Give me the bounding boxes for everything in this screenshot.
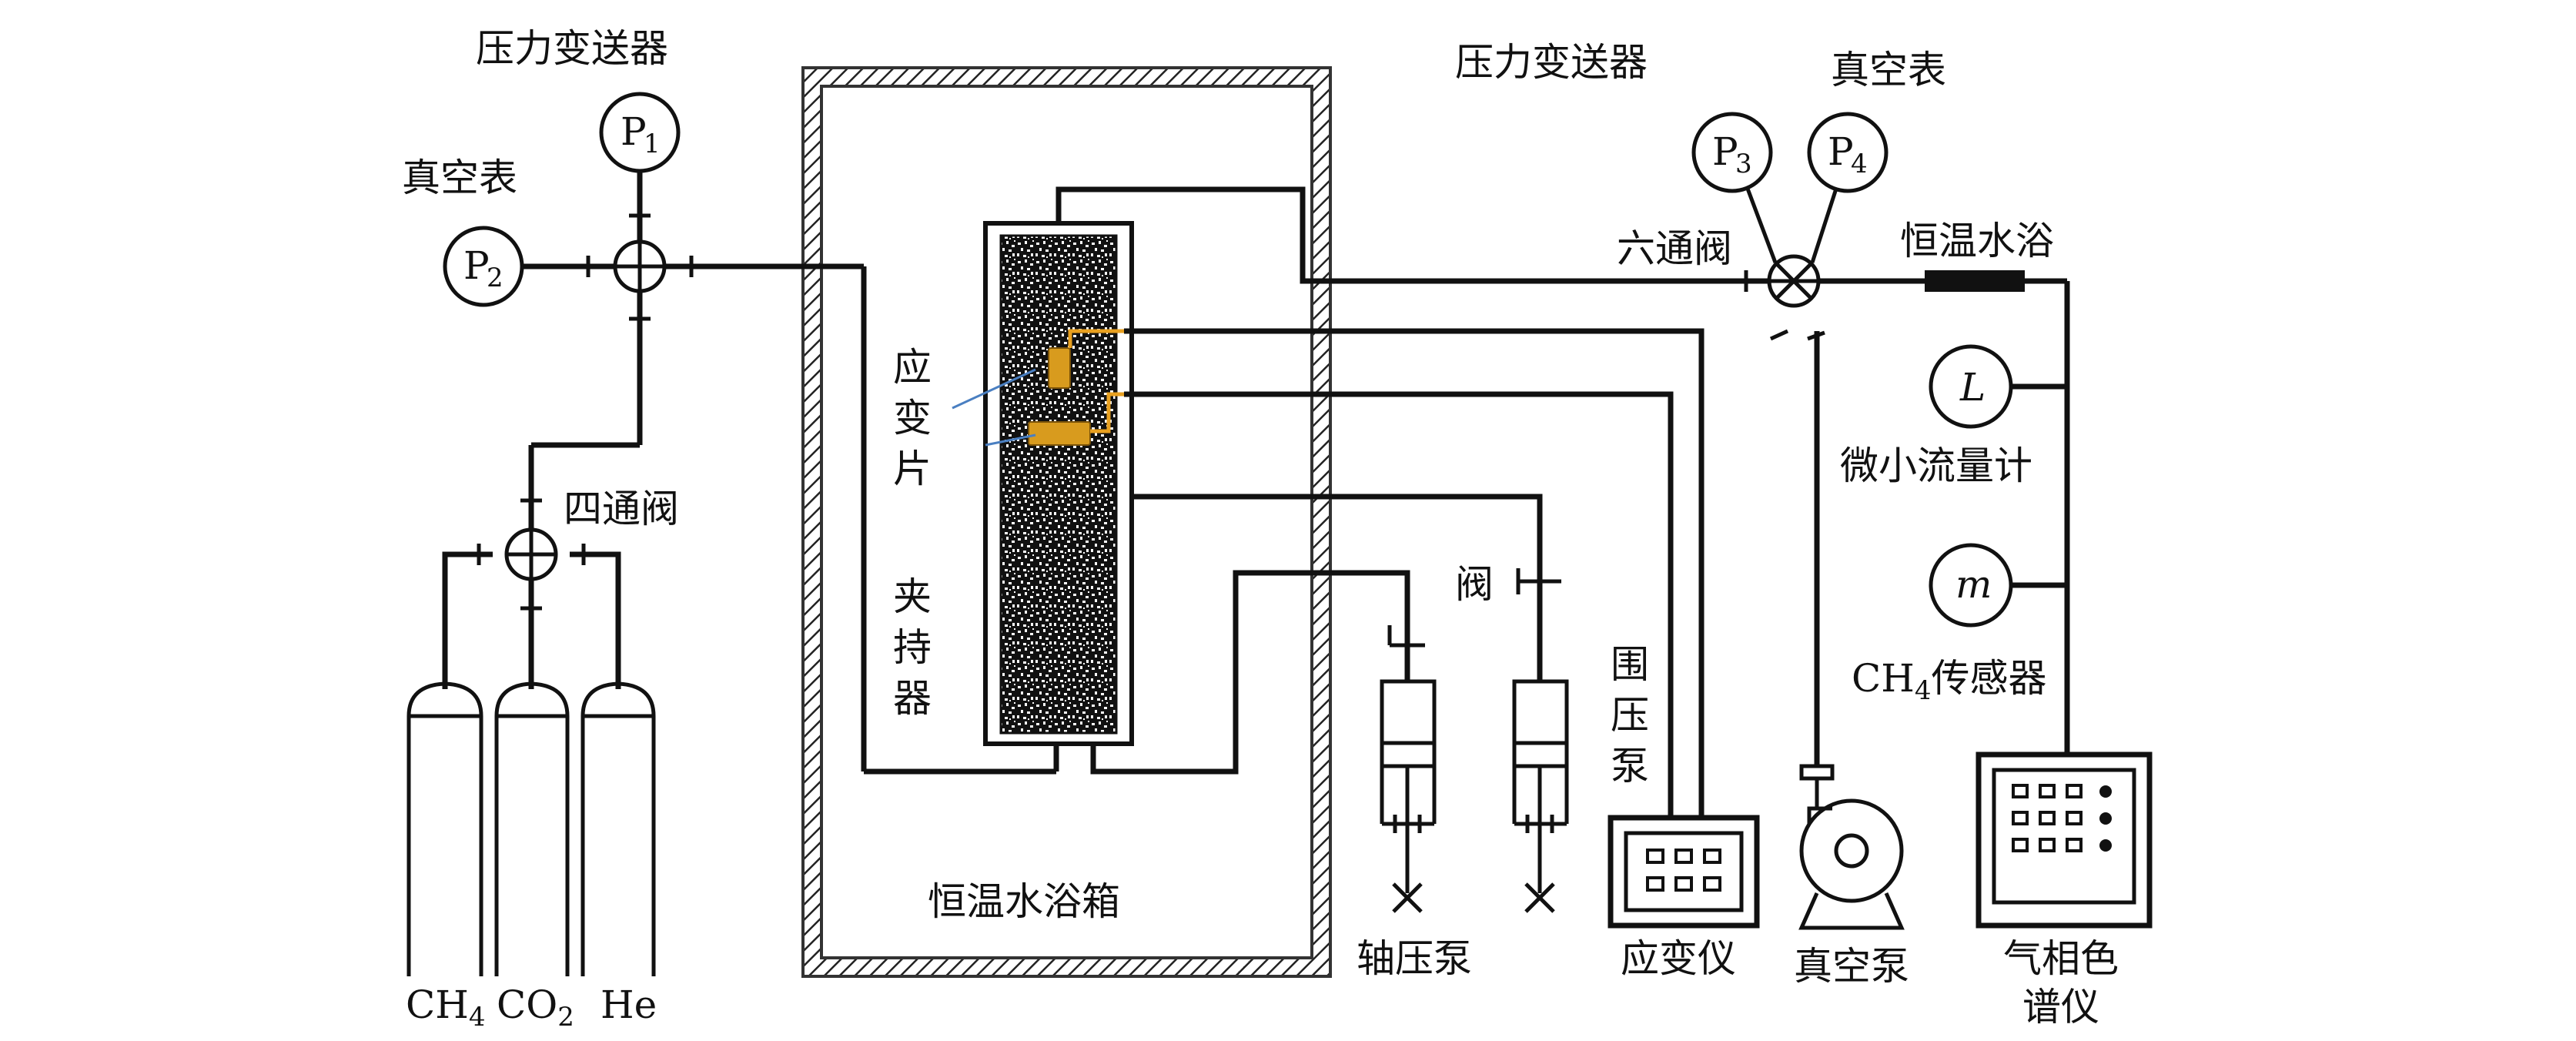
- gauge-p1-sub: 1: [644, 129, 661, 159]
- cylinder-co2-prefix: CO: [497, 982, 557, 1027]
- gauge-p3: P 3: [1691, 112, 1773, 193]
- core-holder: [983, 221, 1134, 746]
- label-vacuum-gauge-right: 真空表: [1831, 48, 1946, 92]
- strain-gauge-lower: [1028, 421, 1091, 446]
- thermostat-bath-coil: [1925, 270, 2025, 292]
- label-holder-3: 器: [893, 676, 932, 721]
- label-gas-chromatograph-2: 谱仪: [2022, 985, 2099, 1029]
- label-cylinder-ch4: CH4: [406, 982, 486, 1033]
- label-confining-pump-3: 泵: [1611, 744, 1649, 788]
- strain-gauge-leader-1: [952, 368, 1036, 410]
- label-valve: 阀: [1455, 562, 1494, 607]
- label-confining-pump-2: 压: [1611, 693, 1649, 738]
- gauge-p2-sub: 2: [487, 263, 503, 293]
- label-vacuum-gauge-left: 真空表: [402, 156, 517, 200]
- flowmeter-symbol: L: [1959, 365, 1986, 410]
- cylinder-he: [580, 681, 656, 976]
- strain-gauge-upper: [1048, 347, 1071, 389]
- label-thermostat-bath: 恒温水浴: [1900, 219, 2054, 263]
- cylinder-ch4: [406, 681, 483, 976]
- label-cylinder-co2: CO2: [497, 982, 574, 1033]
- label-bath-box: 恒温水浴箱: [928, 879, 1120, 924]
- gas-cylinders: [406, 681, 656, 976]
- vacuum-pump: [1798, 764, 1905, 930]
- gauge-p3-letter: P: [1712, 129, 1738, 174]
- label-pressure-transmitter-left: 压力变送器: [476, 26, 668, 71]
- label-holder-1: 夹: [893, 574, 932, 619]
- label-axial-pump: 轴压泵: [1357, 936, 1472, 981]
- label-gas-chromatograph-1: 气相色: [2003, 936, 2119, 981]
- micro-flowmeter: L: [1929, 344, 2013, 429]
- label-strain-gauge-2: 变: [893, 396, 932, 440]
- ch4-sensor: m: [1929, 543, 2013, 628]
- axial-pump: [1380, 625, 1437, 913]
- ch4-sensor-suffix: 传感器: [1932, 656, 2047, 701]
- label-six-way-valve: 六通阀: [1617, 226, 1732, 271]
- label-strain-gauge-1: 应: [893, 345, 932, 390]
- cylinder-co2: [494, 681, 570, 976]
- label-strain-meter: 应变仪: [1621, 936, 1736, 981]
- label-ch4-sensor: CH4传感器: [1852, 656, 2047, 706]
- label-strain-gauge-3: 片: [893, 447, 932, 491]
- cylinder-ch4-sub: 4: [469, 1002, 486, 1033]
- strain-gauge-wire-upper: [1068, 329, 1124, 348]
- label-micro-flowmeter: 微小流量计: [1840, 444, 2032, 488]
- gas-chromatograph: [1975, 751, 2153, 929]
- ch4-sensor-symbol: m: [1955, 562, 1992, 607]
- cylinder-co2-sub: 2: [557, 1002, 574, 1033]
- gauge-p2-letter: P: [463, 243, 490, 288]
- label-confining-pump-1: 围: [1611, 642, 1649, 687]
- ch4-sensor-sub: 4: [1915, 675, 1932, 706]
- cylinder-ch4-prefix: CH: [406, 982, 469, 1027]
- four-way-valve: [477, 498, 586, 611]
- strain-gauge-leader-2: [985, 433, 1036, 447]
- gauge-p2: P 2: [443, 226, 524, 307]
- strain-meter: [1607, 815, 1760, 929]
- label-cylinder-he: He: [601, 982, 657, 1027]
- label-vacuum-pump: 真空泵: [1794, 944, 1909, 989]
- strain-gauge-wire-lower: [1090, 392, 1124, 433]
- strain-gauges: [952, 329, 1124, 447]
- confining-pump: [1512, 568, 1569, 913]
- gauge-p4-letter: P: [1828, 129, 1854, 174]
- gauge-p3-sub: 3: [1735, 149, 1752, 179]
- gauge-p4-sub: 4: [1851, 149, 1868, 179]
- label-holder-2: 持: [893, 625, 932, 670]
- six-way-valve: [1744, 254, 1825, 341]
- pipelines: [442, 171, 2070, 818]
- ch4-sensor-prefix: CH: [1852, 656, 1915, 701]
- cross-connector-left: [586, 213, 694, 321]
- cylinder-he-prefix: He: [601, 982, 657, 1027]
- label-four-way-valve: 四通阀: [564, 487, 679, 531]
- gauge-p1: P 1: [599, 92, 681, 173]
- label-pressure-transmitter-right: 压力变送器: [1455, 40, 1648, 85]
- gauge-p1-letter: P: [621, 109, 647, 154]
- gauge-p4: P 4: [1807, 112, 1889, 193]
